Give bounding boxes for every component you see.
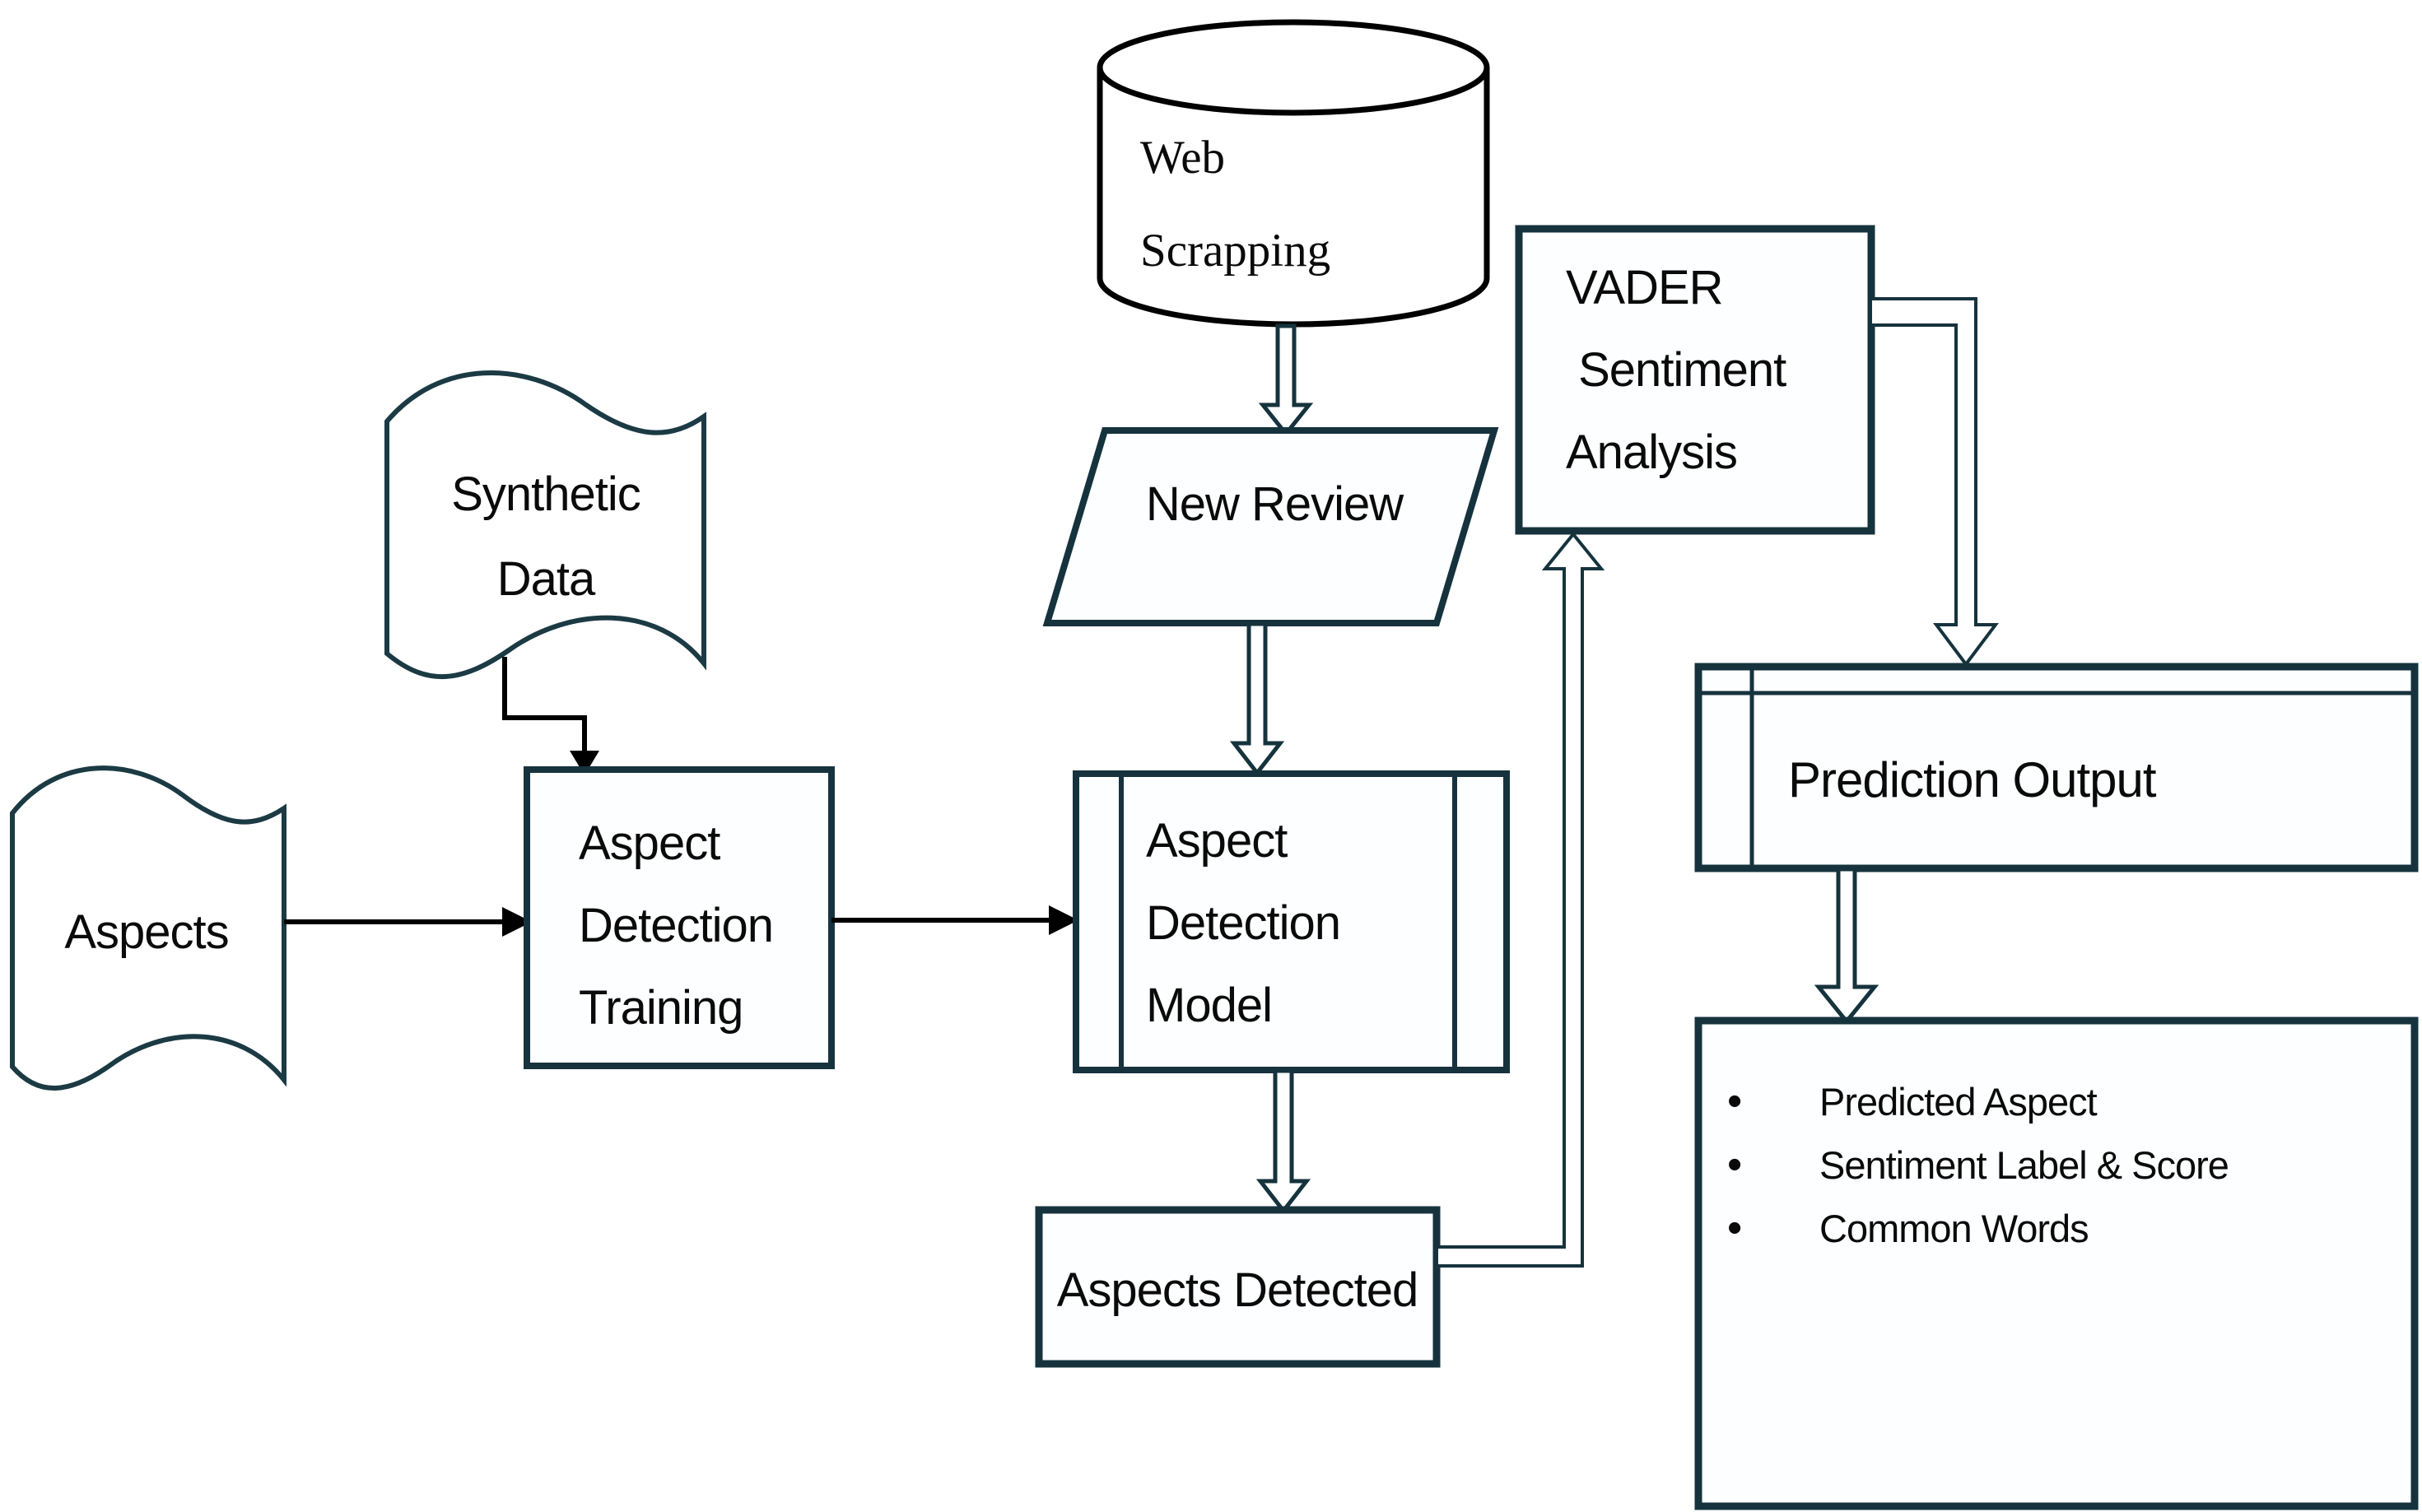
arrow-predictionoutput-to-results [1814, 867, 1879, 1025]
result-bullet-item: Common Words [1727, 1197, 2386, 1260]
arrowhead-syntheticdata-to-training [570, 751, 599, 775]
prediction-output-box [1694, 663, 2419, 872]
aspects-label: Aspects [64, 905, 229, 959]
web-scrapping-cylinder-top [1097, 19, 1490, 116]
arrow-webscrapping-to-newreview [1258, 323, 1314, 438]
aspects-detected-box [1035, 1206, 1441, 1368]
connector-syntheticdata-to-training [502, 657, 587, 754]
aspects-detected-label: Aspects Detected [1056, 1263, 1419, 1317]
new-review-parallelogram [1042, 427, 1499, 626]
new-review-label: New Review [1145, 477, 1404, 531]
prediction-output-label: Prediction Output [1788, 752, 2157, 807]
model-box [1073, 770, 1510, 1073]
aspects-wavy-document [10, 765, 286, 1091]
arrow-vader-to-predictionoutput [1872, 297, 1999, 668]
result-bullet-item: Sentiment Label & Score [1727, 1133, 2386, 1197]
arrow-newreview-to-model [1229, 621, 1285, 777]
vader-box [1515, 225, 1875, 535]
arrowhead-aspects-to-training [502, 907, 532, 937]
synthetic-data-wavy-document [384, 370, 706, 679]
results-bullet-list: Predicted Aspect Sentiment Label & Score… [1727, 1070, 2386, 1260]
result-bullet-item: Predicted Aspect [1727, 1070, 2386, 1133]
arrowhead-training-to-model [1049, 905, 1078, 935]
arrow-model-to-aspectsdetected [1255, 1068, 1311, 1215]
